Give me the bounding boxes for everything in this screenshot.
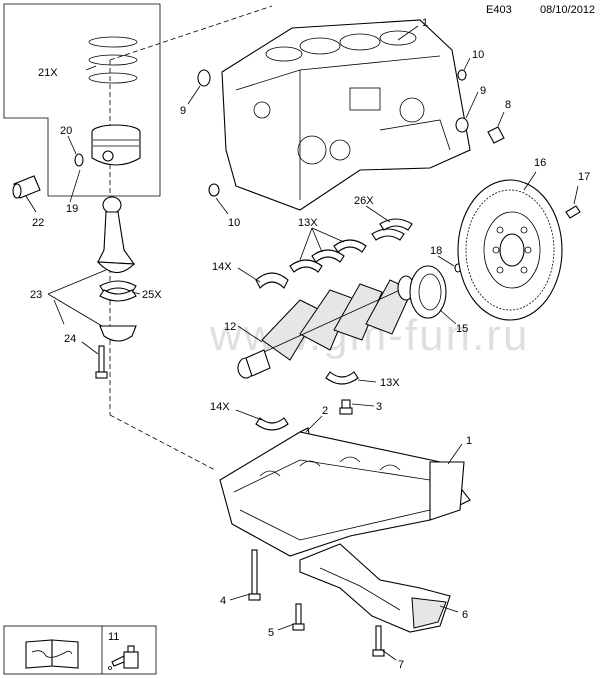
callout-4: 4: [220, 595, 226, 607]
callout-13x-bottom: 13X: [380, 377, 400, 389]
callout-14x-top: 14X: [212, 261, 232, 273]
callout-14x-bottom: 14X: [210, 401, 230, 413]
callout-26x: 26X: [354, 195, 374, 207]
piston-rings: [88, 36, 138, 84]
legend-box: 11: [3, 625, 157, 675]
callout-1-top: 1: [422, 17, 428, 29]
upper-bearing-shells: [289, 239, 367, 273]
engine-block: [221, 19, 471, 211]
open-book-with-wrench-icon: [25, 639, 79, 669]
thrust-bearing-upper: [255, 272, 289, 289]
callout-18: 18: [430, 245, 442, 257]
lower-bearing-shell: [325, 371, 359, 385]
callout-5: 5: [268, 627, 274, 639]
baffle-bolt: [292, 603, 305, 631]
callout-16: 16: [534, 157, 546, 169]
flywheel-bolt: [565, 205, 581, 219]
block-plug-left: [197, 69, 211, 87]
diagram-date: 08/10/2012: [540, 4, 596, 16]
callout-25x: 25X: [142, 289, 162, 301]
rear-oil-seal: [409, 265, 447, 319]
callout-9-right: 9: [480, 85, 486, 97]
callout-3: 3: [376, 401, 382, 413]
callout-9-left: 9: [180, 105, 186, 117]
leader-lines: [25, 25, 579, 661]
block-plug-right: [455, 117, 469, 133]
callout-6: 6: [462, 609, 468, 621]
oil-can-icon: [108, 645, 139, 670]
rod-cap: [99, 325, 137, 342]
callout-15: 15: [456, 323, 468, 335]
rod-bearing-shells: [99, 280, 137, 302]
diagram-code: E403: [486, 4, 512, 16]
callout-17: 17: [578, 171, 590, 183]
thrust-bearing-lower: [255, 417, 289, 431]
callout-24: 24: [64, 333, 76, 345]
callout-10-bottom: 10: [228, 217, 240, 229]
dowel-pin: [487, 126, 505, 144]
callout-7: 7: [398, 659, 404, 671]
rod-bolt: [95, 345, 108, 379]
callout-23: 23: [30, 289, 42, 301]
callout-2: 2: [322, 405, 328, 417]
upper-main-bearing-shells: [371, 218, 413, 241]
callout-8: 8: [505, 99, 511, 111]
connecting-rod: [96, 196, 136, 274]
oil-baffle: [299, 543, 451, 633]
piston-pin-clip: [74, 153, 84, 167]
callout-21x: 21X: [38, 67, 58, 79]
flywheel: [457, 179, 563, 321]
piston: [91, 124, 141, 166]
callout-19: 19: [66, 203, 78, 215]
callout-20: 20: [60, 125, 72, 137]
crankcase-bolt: [248, 549, 261, 601]
callout-11: 11: [108, 631, 119, 643]
callout-13x-top: 13X: [298, 217, 318, 229]
callout-1-bottom: 1: [466, 435, 472, 447]
block-plug-top: [457, 69, 467, 81]
block-plug-bottom: [208, 183, 220, 197]
crankshaft: [237, 275, 415, 379]
callout-10-top: 10: [472, 49, 484, 61]
callout-22: 22: [32, 217, 44, 229]
ladder-frame-nut: [339, 399, 353, 415]
piston-group-frame: [3, 3, 161, 197]
callout-12: 12: [224, 321, 236, 333]
pan-bolt: [372, 625, 385, 657]
piston-pin: [12, 175, 41, 199]
lower-crankcase: [219, 431, 471, 557]
